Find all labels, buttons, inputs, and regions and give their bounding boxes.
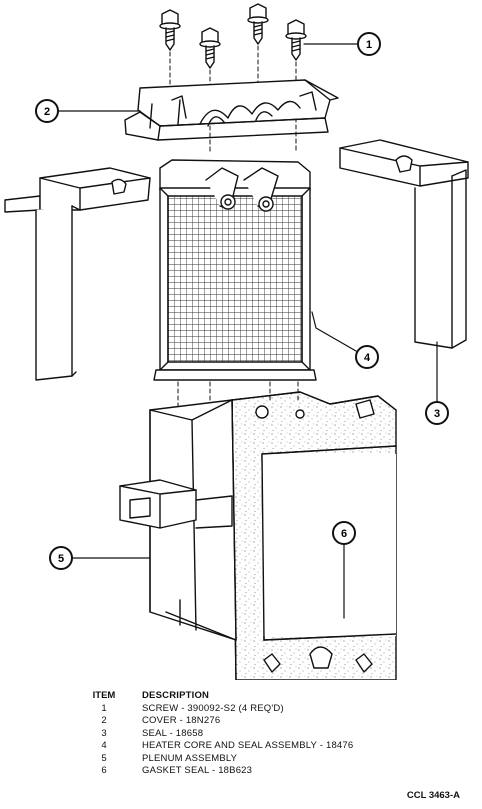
legend-row: 6 GASKET SEAL - 18B623 xyxy=(70,765,470,778)
legend-row: 1 SCREW - 390092-S2 (4 REQ'D) xyxy=(70,703,470,716)
legend-item-description: GASKET SEAL - 18B623 xyxy=(142,765,253,776)
svg-text:5: 5 xyxy=(58,553,64,565)
callout-1: 1 xyxy=(357,32,381,56)
svg-text:4: 4 xyxy=(364,352,371,364)
figure-reference-code: CCL 3463-A xyxy=(406,790,460,801)
callout-leaders xyxy=(57,43,438,619)
svg-text:2: 2 xyxy=(44,106,50,118)
legend-row: 5 PLENUM ASSEMBLY xyxy=(70,753,470,766)
right-seal xyxy=(339,139,469,349)
callout-4: 4 xyxy=(355,345,379,369)
legend-item-description: SCREW - 390092-S2 (4 REQ'D) xyxy=(142,702,284,714)
legend-item-description: SEAL - 18658 xyxy=(142,727,204,739)
screw-1 xyxy=(159,9,181,51)
callout-3: 3 xyxy=(425,401,449,425)
legend-item-number: 4 xyxy=(101,740,107,751)
left-seal xyxy=(4,167,151,381)
screw-3 xyxy=(247,3,269,45)
legend-row: 4 HEATER CORE AND SEAL ASSEMBLY - 18476 xyxy=(70,740,470,753)
svg-text:6: 6 xyxy=(341,528,347,540)
callout-6: 6 xyxy=(332,521,356,545)
legend-item-number: 2 xyxy=(101,715,107,726)
legend-item-description: COVER - 18N276 xyxy=(142,715,221,726)
legend-header: ITEM DESCRIPTION xyxy=(70,690,470,703)
callout-5: 5 xyxy=(49,546,73,570)
plenum-assembly xyxy=(119,399,237,641)
legend-item-description: PLENUM ASSEMBLY xyxy=(142,752,238,764)
heater-core xyxy=(153,159,317,381)
callout-2: 2 xyxy=(35,99,59,123)
legend-item-description: HEATER CORE AND SEAL ASSEMBLY - 18476 xyxy=(142,740,354,751)
legend-header-description: DESCRIPTION xyxy=(142,690,210,701)
cover-alignment-lines xyxy=(209,131,297,153)
legend-header-item: ITEM xyxy=(92,690,116,701)
svg-text:1: 1 xyxy=(366,39,372,51)
legend-row: 2 COVER - 18N276 xyxy=(70,715,470,728)
parts-legend: ITEM DESCRIPTION 1 SCREW - 390092-S2 (4 … xyxy=(70,690,470,778)
legend-item-number: 1 xyxy=(101,702,107,714)
legend-item-number: 6 xyxy=(101,765,107,776)
svg-text:3: 3 xyxy=(434,408,440,420)
exploded-diagram: 1 2 3 4 5 6 xyxy=(4,3,469,680)
cover xyxy=(124,79,339,141)
legend-item-number: 3 xyxy=(101,727,107,739)
legend-item-number: 5 xyxy=(101,752,107,764)
screw-4 xyxy=(285,19,307,61)
screw-2 xyxy=(199,27,221,69)
gasket-seal xyxy=(231,391,397,680)
legend-row: 3 SEAL - 18658 xyxy=(70,728,470,741)
